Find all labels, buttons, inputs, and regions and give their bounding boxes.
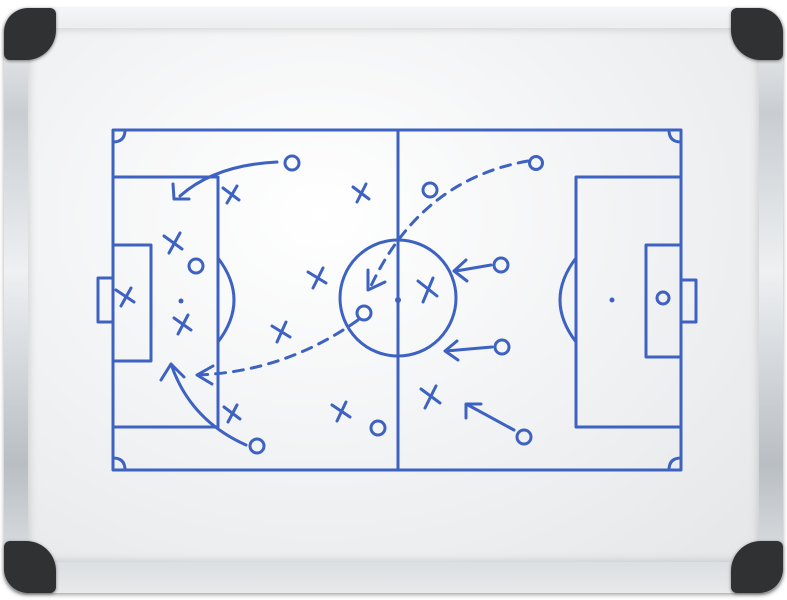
center-spot	[395, 297, 401, 303]
player-circle	[530, 157, 543, 170]
player-cross	[421, 386, 440, 408]
player-cross	[332, 402, 350, 421]
player-circle	[517, 430, 531, 444]
player-cross	[308, 268, 326, 288]
corner-arc-bottom-left	[113, 458, 125, 470]
corner-arc-top-left	[113, 130, 125, 142]
left-penalty-spot	[179, 299, 184, 304]
player-cross	[272, 322, 290, 342]
player-cross	[223, 186, 239, 203]
corner-arc-bottom-right	[669, 458, 681, 470]
player-cross	[353, 184, 369, 202]
player-cross	[174, 315, 191, 334]
player-cross	[418, 278, 437, 302]
player-cross	[116, 288, 134, 306]
player-cross	[224, 405, 240, 422]
player-circle	[423, 183, 437, 197]
straight-arrow	[446, 347, 492, 351]
arrow-head	[368, 270, 385, 290]
right-goal-area	[646, 245, 681, 357]
player-circle	[285, 156, 299, 170]
player-circle	[189, 259, 203, 273]
right-penalty-arc	[560, 258, 576, 342]
player-circle	[657, 292, 669, 304]
player-circle	[250, 439, 264, 453]
player-cross	[164, 233, 182, 253]
player-circle	[371, 421, 385, 435]
player-circle	[495, 340, 509, 354]
right-penalty-spot	[610, 298, 615, 303]
left-penalty-arc	[218, 258, 234, 342]
left-penalty-area	[113, 177, 218, 427]
player-circle	[494, 258, 508, 272]
left-goal-area	[113, 245, 151, 361]
player-circle	[357, 306, 371, 320]
straight-arrow	[468, 405, 514, 430]
corner-arc-top-right	[669, 130, 681, 142]
right-goal	[681, 280, 696, 322]
left-goal	[98, 278, 113, 322]
